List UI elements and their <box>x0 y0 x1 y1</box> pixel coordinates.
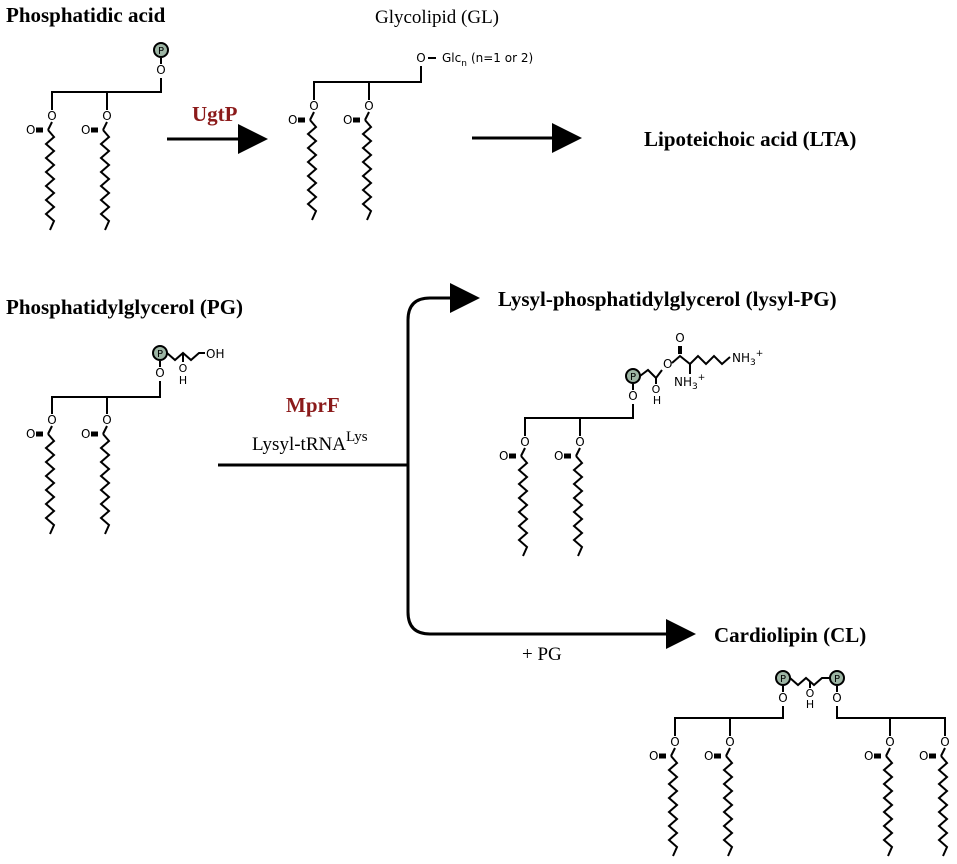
phosphatidic-acid-structure: P O O O O O <box>26 42 169 231</box>
to-lysyl-pg-arrow <box>406 283 480 465</box>
svg-text:O: O <box>885 735 894 749</box>
glc-label: Glcn(n=1 or 2) <box>442 51 533 69</box>
svg-text:O: O <box>778 691 787 705</box>
phosphate-icon: P <box>829 670 845 686</box>
svg-text:O: O <box>575 435 584 449</box>
phosphate-icon: P <box>152 345 168 361</box>
svg-text:O: O <box>864 749 873 763</box>
glycolipid-structure: O Glcn(n=1 or 2) O O O O <box>288 51 533 221</box>
svg-text:O: O <box>309 99 318 113</box>
svg-text:O: O <box>675 331 684 345</box>
svg-text:O: O <box>364 99 373 113</box>
svg-text:O: O <box>725 735 734 749</box>
ammonium-label: NH3+ <box>732 349 763 368</box>
svg-text:O: O <box>499 449 508 463</box>
svg-text:O: O <box>102 109 111 123</box>
cardiolipin-title: Cardiolipin (CL) <box>714 623 866 647</box>
cardiolipin-structure: P P O H O O O O O O O O O O <box>649 670 950 857</box>
mprf-enzyme-label: MprF <box>286 393 340 417</box>
svg-text:H: H <box>806 698 814 711</box>
svg-text:O: O <box>628 389 637 403</box>
svg-text:O: O <box>179 362 188 375</box>
svg-text:O: O <box>288 113 297 127</box>
svg-text:O: O <box>47 109 56 123</box>
svg-text:O: O <box>102 413 111 427</box>
svg-text:O: O <box>416 51 425 65</box>
svg-text:P: P <box>630 372 636 383</box>
ugtp-enzyme-label: UgtP <box>192 102 238 126</box>
svg-text:O: O <box>704 749 713 763</box>
phosphate-icon: P <box>625 368 641 384</box>
glycolipid-title: Glycolipid (GL) <box>375 7 499 28</box>
lysyl-pg-structure: P O H O O NH3+ NH3+ O O O O O <box>499 331 763 557</box>
svg-text:O: O <box>670 735 679 749</box>
svg-text:O: O <box>806 687 815 700</box>
plus-pg-label: + PG <box>522 644 562 665</box>
svg-text:O: O <box>554 449 563 463</box>
svg-text:O: O <box>652 383 661 396</box>
to-cardiolipin-arrow <box>406 465 696 649</box>
svg-text:H: H <box>179 374 187 387</box>
svg-text:O: O <box>81 427 90 441</box>
svg-text:P: P <box>158 46 164 57</box>
lysyl-pg-title: Lysyl-phosphatidylglycerol (lysyl-PG) <box>498 287 837 311</box>
svg-text:O: O <box>919 749 928 763</box>
phosphate-icon: P <box>153 42 169 58</box>
svg-text:O: O <box>26 123 35 137</box>
svg-text:O: O <box>156 63 165 77</box>
svg-text:P: P <box>780 674 786 685</box>
svg-text:O: O <box>663 357 672 371</box>
svg-text:OH: OH <box>206 347 224 361</box>
svg-text:O: O <box>155 366 164 380</box>
svg-text:P: P <box>157 349 163 360</box>
svg-text:O: O <box>343 113 352 127</box>
svg-text:O: O <box>940 735 949 749</box>
svg-text:O: O <box>81 123 90 137</box>
svg-text:H: H <box>653 394 661 407</box>
phosphate-icon: P <box>775 670 791 686</box>
pg-title: Phosphatidylglycerol (PG) <box>6 295 243 319</box>
phosphatidic-acid-title: Phosphatidic acid <box>6 3 166 27</box>
svg-text:O: O <box>47 413 56 427</box>
svg-text:O: O <box>520 435 529 449</box>
pg-structure: P OH O H O O O O O <box>26 345 224 535</box>
lysyl-trna-label: Lysyl-tRNALys <box>252 429 368 455</box>
svg-text:O: O <box>649 749 658 763</box>
svg-text:O: O <box>26 427 35 441</box>
svg-text:P: P <box>834 674 840 685</box>
svg-text:O: O <box>832 691 841 705</box>
ammonium-label: NH3+ <box>674 373 705 392</box>
lta-title: Lipoteichoic acid (LTA) <box>644 127 856 151</box>
